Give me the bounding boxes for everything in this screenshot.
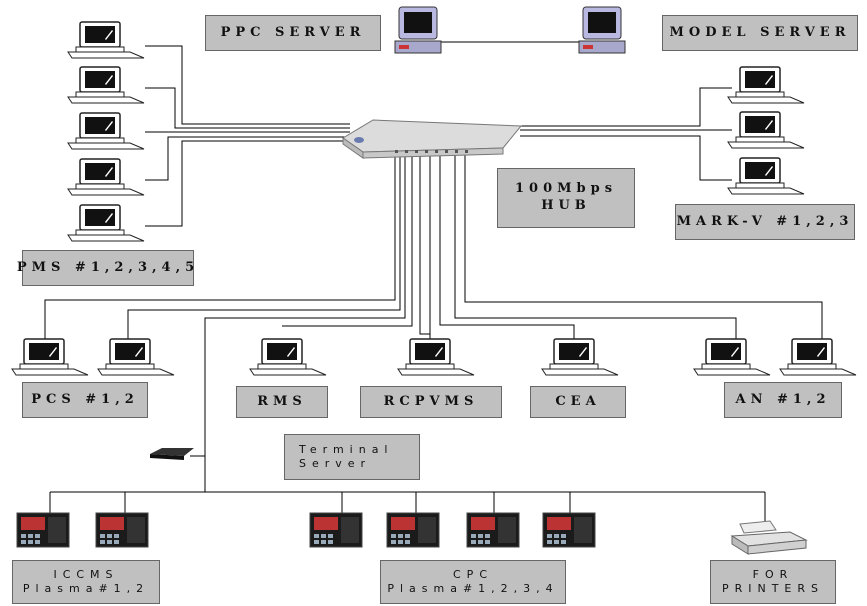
workstation-icon bbox=[66, 21, 146, 59]
workstation-icon bbox=[66, 204, 146, 242]
model-server-label: MODEL SERVER bbox=[662, 15, 858, 51]
terminal-server-label: Terminal Server bbox=[284, 434, 420, 480]
iccms-text-line2: Plasma#1,2 bbox=[23, 582, 149, 596]
ppc-server-label: PPC SERVER bbox=[205, 15, 381, 51]
workstation-icon bbox=[540, 338, 620, 376]
cea-text: CEA bbox=[555, 394, 600, 411]
workstation-icon bbox=[692, 338, 772, 376]
hub-label: 100Mbps HUB bbox=[497, 168, 635, 228]
iccms-label: ICCMS Plasma#1,2 bbox=[12, 560, 160, 604]
workstation-icon bbox=[396, 338, 476, 376]
workstation-icon bbox=[726, 66, 806, 104]
ppc-server-text: PPC SERVER bbox=[221, 25, 366, 42]
rms-text: RMS bbox=[257, 394, 307, 411]
pcs-label: PCS #1,2 bbox=[22, 382, 148, 418]
mark-v-text: MARK-V #1,2,3 bbox=[677, 214, 854, 231]
pms-label: PMS #1,2,3,4,5 bbox=[22, 250, 194, 286]
rcpvms-label: RCPVMS bbox=[360, 386, 502, 418]
printers-text-line2: PRINTERS bbox=[722, 582, 824, 596]
pms-text: PMS #1,2,3,4,5 bbox=[17, 260, 199, 277]
an-text: AN #1,2 bbox=[735, 392, 830, 409]
cpc-text-line2: Plasma#1,2,3,4 bbox=[387, 582, 558, 596]
plasma-icon bbox=[309, 512, 363, 548]
workstation-icon bbox=[248, 338, 328, 376]
an-label: AN #1,2 bbox=[724, 382, 842, 418]
hub-text-line2: HUB bbox=[541, 198, 591, 215]
cpc-label: CPC Plasma#1,2,3,4 bbox=[380, 560, 566, 604]
ppc-server-icon bbox=[393, 5, 443, 57]
terminal-server-icon bbox=[150, 446, 194, 464]
rms-label: RMS bbox=[236, 386, 328, 418]
workstation-icon bbox=[66, 158, 146, 196]
rcpvms-text: RCPVMS bbox=[384, 394, 479, 411]
workstation-icon bbox=[726, 111, 806, 149]
workstation-icon bbox=[10, 338, 90, 376]
terminal-server-text-line2: Server bbox=[299, 457, 371, 471]
workstation-icon bbox=[726, 157, 806, 195]
workstation-icon bbox=[778, 338, 858, 376]
plasma-icon bbox=[95, 512, 149, 548]
model-server-text: MODEL SERVER bbox=[670, 25, 851, 42]
hub-text-line1: 100Mbps bbox=[515, 181, 617, 198]
workstation-icon bbox=[66, 66, 146, 104]
model-server-icon bbox=[577, 5, 627, 57]
printers-text-line1: FOR bbox=[753, 568, 794, 582]
plasma-icon bbox=[16, 512, 70, 548]
iccms-text-line1: ICCMS bbox=[53, 568, 118, 582]
plasma-icon bbox=[386, 512, 440, 548]
plasma-icon bbox=[542, 512, 596, 548]
workstation-icon bbox=[96, 338, 176, 376]
pcs-text: PCS #1,2 bbox=[31, 392, 139, 409]
printer-icon bbox=[730, 520, 810, 560]
hub-icon bbox=[333, 118, 525, 162]
printers-label: FOR PRINTERS bbox=[710, 560, 836, 604]
plasma-icon bbox=[466, 512, 520, 548]
workstation-icon bbox=[66, 112, 146, 150]
cpc-text-line1: CPC bbox=[453, 568, 493, 582]
terminal-server-text-line1: Terminal bbox=[299, 443, 394, 457]
mark-v-label: MARK-V #1,2,3 bbox=[675, 204, 855, 240]
cea-label: CEA bbox=[530, 386, 626, 418]
